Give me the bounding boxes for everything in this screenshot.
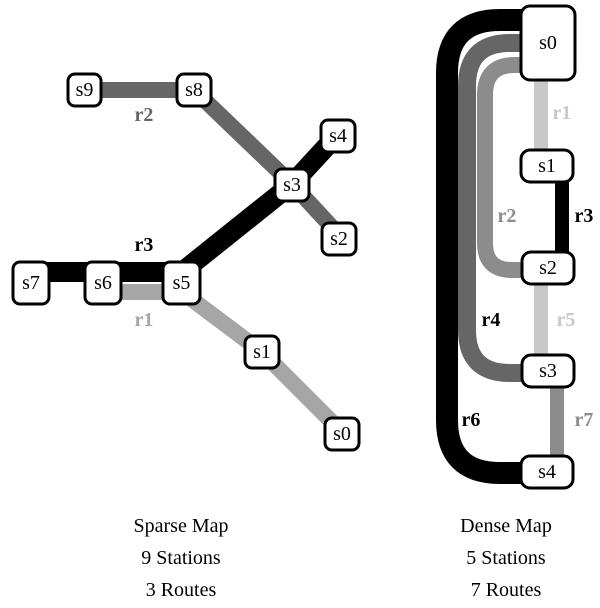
sparse-caption-title: Sparse Map — [134, 515, 229, 537]
sparse-route-label-r3: r3 — [135, 234, 154, 256]
sparse-station-label: s0 — [333, 423, 351, 445]
dense-routes — [436, 9, 569, 484]
dense-station-s0: s0 — [519, 4, 577, 82]
dense-route-label-r1: r1 — [553, 102, 572, 124]
dense-station-label: s1 — [538, 155, 556, 177]
sparse-station-label: s7 — [22, 272, 40, 294]
sparse-map: r2 r3 r1 s9 s8 s4 s3 s2 s7 s6 — [11, 72, 361, 601]
dense-caption-stations: 5 Stations — [466, 547, 546, 569]
sparse-station-s4: s4 — [319, 118, 357, 154]
dense-station-s1: s1 — [519, 148, 575, 184]
sparse-caption-routes: 3 Routes — [146, 579, 217, 601]
dense-route-label-r4: r4 — [482, 309, 501, 331]
sparse-station-label: s6 — [94, 272, 112, 294]
dense-route-label-r5: r5 — [557, 309, 576, 331]
sparse-station-s5: s5 — [161, 260, 202, 306]
sparse-station-label: s9 — [76, 79, 94, 101]
sparse-station-s3: s3 — [273, 167, 311, 203]
dense-map: r1 r2 r3 r4 r5 r6 r7 s0 s1 s2 s3 s4 Dens… — [436, 4, 594, 601]
dense-station-label: s0 — [539, 32, 557, 54]
sparse-caption-stations: 9 Stations — [141, 547, 221, 569]
dense-caption-title: Dense Map — [460, 515, 552, 537]
sparse-station-label: s5 — [173, 272, 191, 294]
sparse-station-s2: s2 — [320, 221, 358, 257]
sparse-station-label: s8 — [185, 79, 203, 101]
dense-station-s4: s4 — [519, 454, 575, 490]
sparse-station-label: s3 — [283, 174, 301, 196]
dense-route-r6-line — [436, 9, 528, 484]
dense-station-s3: s3 — [520, 353, 576, 389]
sparse-station-s9: s9 — [66, 72, 103, 108]
sparse-station-s6: s6 — [83, 260, 123, 306]
sparse-station-s8: s8 — [175, 72, 213, 108]
sparse-station-s7: s7 — [11, 260, 51, 306]
dense-station-s2: s2 — [520, 250, 576, 286]
dense-station-label: s2 — [539, 257, 557, 279]
dense-route-label-r2: r2 — [498, 205, 517, 227]
dense-route-r4-line — [458, 34, 528, 382]
dense-route-label-r3: r3 — [575, 205, 594, 227]
dense-station-label: s4 — [538, 461, 556, 483]
sparse-route-r1-line — [105, 284, 348, 438]
sparse-station-s0: s0 — [323, 416, 361, 452]
sparse-route-label-r2: r2 — [135, 104, 154, 126]
sparse-route-label-r1: r1 — [135, 309, 154, 331]
sparse-station-label: s2 — [330, 228, 348, 250]
sparse-route-r2-line — [86, 82, 348, 244]
dense-route-label-r7: r7 — [575, 409, 594, 431]
sparse-station-label: s4 — [329, 125, 347, 147]
sparse-route-r3-line — [34, 127, 346, 282]
dense-caption-routes: 7 Routes — [471, 579, 542, 601]
sparse-station-s1: s1 — [243, 334, 281, 370]
dense-route-r2-line — [477, 57, 528, 278]
dense-route-label-r6: r6 — [462, 409, 481, 431]
dense-station-label: s3 — [539, 360, 557, 382]
sparse-station-label: s1 — [253, 341, 271, 363]
